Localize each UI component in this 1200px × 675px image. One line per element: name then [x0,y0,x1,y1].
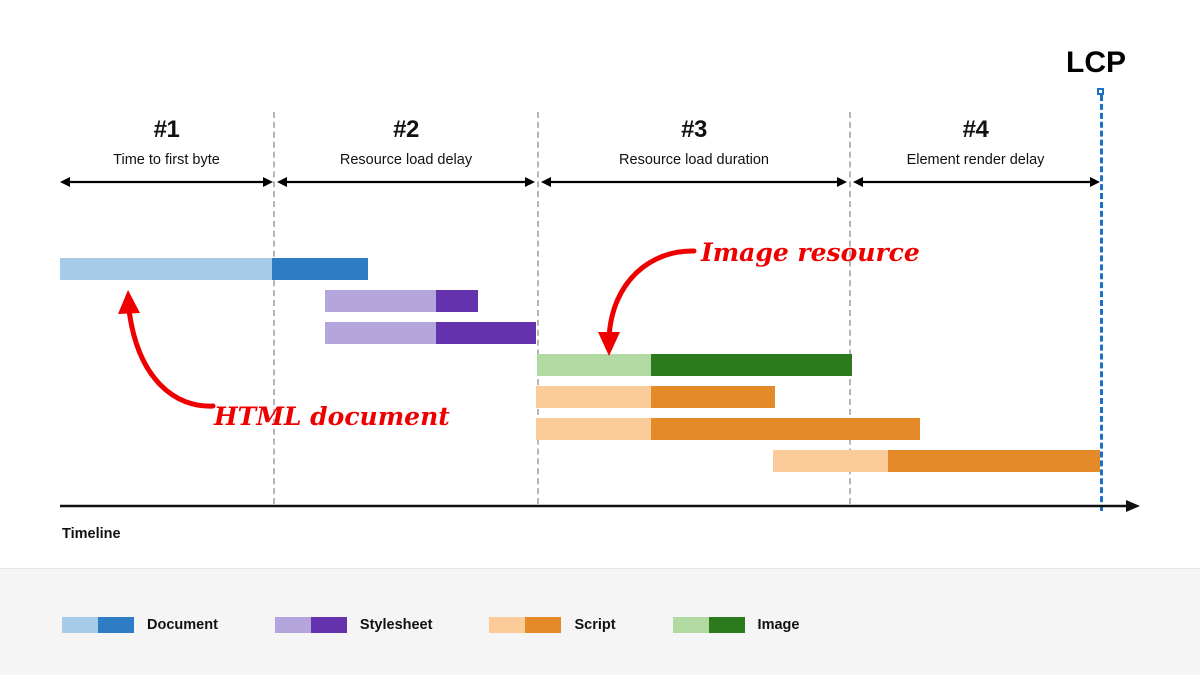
phase-block-1: #1 Time to first byte [60,118,273,168]
legend-label-script: Script [574,616,616,633]
timeline-axis-label: Timeline [62,526,121,542]
legend-swatch-image-light [672,617,709,633]
table-row [536,386,775,408]
image-bar-dark-segment [651,354,852,376]
stylesheet-bar-2-dark-segment [436,322,536,344]
chart-canvas: LCP #1 Time to first byte #2 Resource lo… [60,46,1140,542]
phase-arrow-3 [541,175,847,189]
document-bar-dark-segment [272,258,368,280]
phase-label-3: Resource load duration [619,152,769,168]
phase-block-2: #2 Resource load delay [275,118,537,168]
script-bar-1-light-segment [536,386,651,408]
document-bar-light-segment [60,258,272,280]
legend-item-script: Script [489,616,616,633]
phase-divider-2 [537,112,539,504]
legend-swatch-document-light [62,617,98,633]
script-bar-3-dark-segment [888,450,1100,472]
legend: Document Stylesheet Script [0,568,1200,675]
lcp-node-marker [1097,88,1104,95]
legend-swatch-script [489,617,562,633]
lcp-dashed-line [1100,95,1103,511]
legend-swatch-document [62,617,134,633]
table-row [325,290,478,312]
image-bar-light-segment [537,354,651,376]
phase-number-1: #1 [153,116,180,143]
legend-item-stylesheet: Stylesheet [274,616,433,633]
phase-number-4: #4 [962,116,989,143]
table-row [537,354,852,376]
legend-swatch-stylesheet [274,617,347,633]
phase-label-1: Time to first byte [113,152,220,168]
script-bar-2-dark-segment [651,418,920,440]
phase-number-2: #2 [393,116,419,143]
table-row [325,322,536,344]
stylesheet-bar-2-light-segment [325,322,436,344]
legend-label-stylesheet: Stylesheet [359,616,433,633]
stylesheet-bar-1-dark-segment [436,290,478,312]
html-document-annotation-label: HTML document [214,402,450,431]
phase-arrow-2 [277,175,535,189]
phase-divider-3 [849,112,851,504]
legend-swatch-script-dark [525,617,562,633]
html-document-annotation-arrow [110,288,220,413]
phase-block-3: #3 Resource load duration [539,118,849,168]
phase-label-4: Element render delay [906,152,1045,168]
legend-swatch-image-dark [708,617,745,633]
phase-number-3: #3 [681,116,707,143]
legend-label-document: Document [147,616,218,633]
phase-label-2: Resource load delay [339,152,473,168]
script-bar-1-dark-segment [651,386,775,408]
image-resource-annotation-arrow [590,242,700,357]
stylesheet-bar-1-light-segment [325,290,436,312]
legend-label-image: Image [757,616,800,633]
image-resource-annotation-label: Image resource [701,238,920,267]
script-bar-2-light-segment [536,418,651,440]
legend-item-document: Document [62,617,218,633]
legend-swatch-stylesheet-dark [310,617,347,633]
legend-swatch-image [672,617,745,633]
legend-swatch-document-dark [98,617,134,633]
table-row [773,450,1100,472]
table-row [536,418,920,440]
phase-block-4: #4 Element render delay [851,118,1100,168]
legend-item-image: Image [672,616,800,633]
script-bar-3-light-segment [773,450,888,472]
table-row [60,258,368,280]
phase-divider-1 [273,112,275,504]
lcp-label: LCP [1066,46,1126,79]
legend-swatch-script-light [489,617,526,633]
phase-arrow-4 [853,175,1100,189]
timeline-axis [60,500,1140,512]
legend-swatch-stylesheet-light [274,617,311,633]
phase-arrow-1 [60,175,273,189]
